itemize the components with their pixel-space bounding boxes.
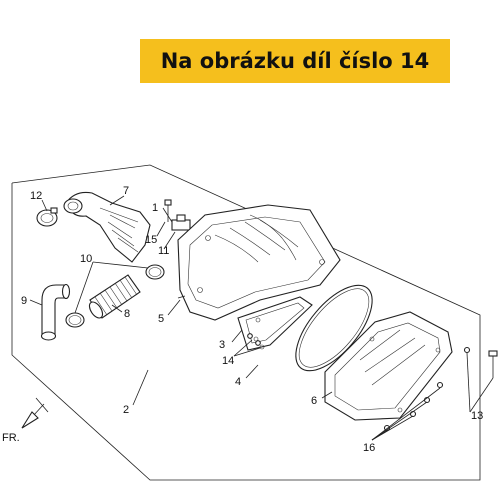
front-direction-arrow: FR. — [2, 397, 49, 444]
callout-4: 4 — [235, 376, 241, 388]
callout-5: 5 — [158, 313, 164, 325]
banner-text: Na obrázku díl číslo 14 — [160, 49, 430, 73]
part-15-bolt — [164, 199, 172, 222]
callout-15: 15 — [145, 234, 157, 246]
callout-6: 6 — [311, 395, 317, 407]
part-10-o-rings — [65, 264, 165, 328]
callout-16: 16 — [363, 442, 375, 454]
front-direction-label: FR. — [2, 432, 20, 444]
assembly-boundary — [11, 164, 481, 481]
part-13-bolt — [488, 350, 498, 378]
part-8-bellows-hose — [88, 274, 141, 319]
part-1-bracket — [171, 214, 191, 231]
callout-13: 13 — [471, 410, 483, 422]
part-number-banner: Na obrázku díl číslo 14 — [140, 39, 450, 83]
callout-numbers: 1 2 3 4 5 6 7 8 9 10 11 12 13 14 15 16 — [21, 185, 483, 454]
callout-1: 1 — [152, 202, 158, 214]
callout-9: 9 — [21, 295, 27, 307]
callout-14: 14 — [222, 355, 234, 367]
callout-2: 2 — [123, 404, 129, 416]
callout-8: 8 — [124, 308, 130, 320]
part-6-cover — [324, 311, 453, 421]
part-14-screws — [247, 333, 261, 346]
part-16-screws — [383, 346, 471, 432]
callout-10: 10 — [80, 253, 92, 265]
part-5-housing — [177, 204, 341, 321]
callout-12: 12 — [30, 190, 42, 202]
leader-lines — [29, 195, 494, 441]
callout-7: 7 — [123, 185, 129, 197]
part-4-gasket — [295, 284, 373, 372]
part-7-intake-duct — [63, 191, 151, 263]
part-9-elbow-tube — [40, 283, 71, 341]
callout-11: 11 — [158, 245, 169, 257]
part-12-clamp — [36, 207, 58, 227]
callout-3: 3 — [219, 339, 225, 351]
